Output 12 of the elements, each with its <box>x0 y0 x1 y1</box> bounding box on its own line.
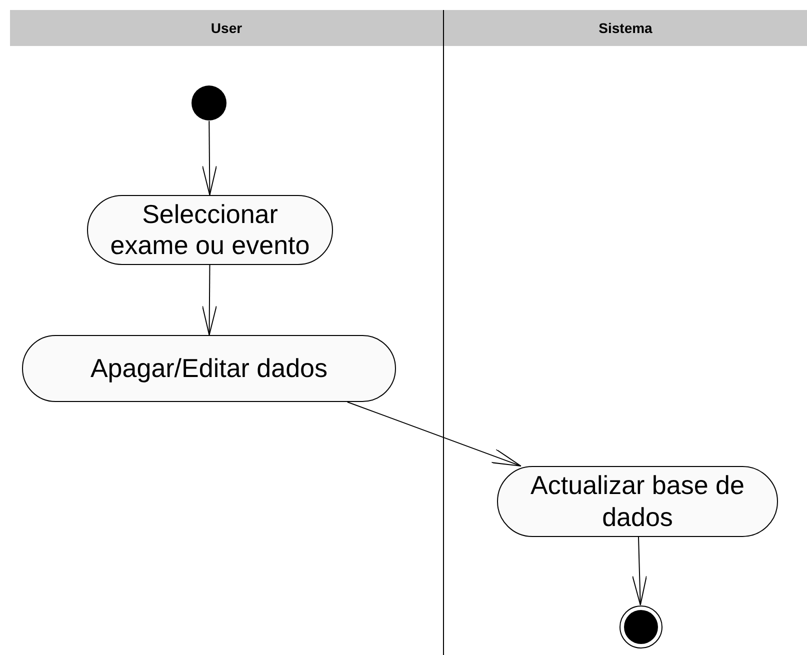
arrow <box>202 120 217 196</box>
arrow <box>346 402 522 466</box>
lane-header: User <box>10 10 443 46</box>
swimlane <box>443 10 807 655</box>
end-node <box>619 605 663 649</box>
activity-box: Seleccionar exame ou evento <box>87 195 333 265</box>
arrow <box>632 536 648 606</box>
lane-header: Sistema <box>444 10 807 46</box>
start-node <box>191 85 227 121</box>
arrow <box>202 264 217 336</box>
activity-box: Apagar/Editar dados <box>22 335 396 402</box>
activity-box: Actualizar base de dados <box>497 466 778 537</box>
